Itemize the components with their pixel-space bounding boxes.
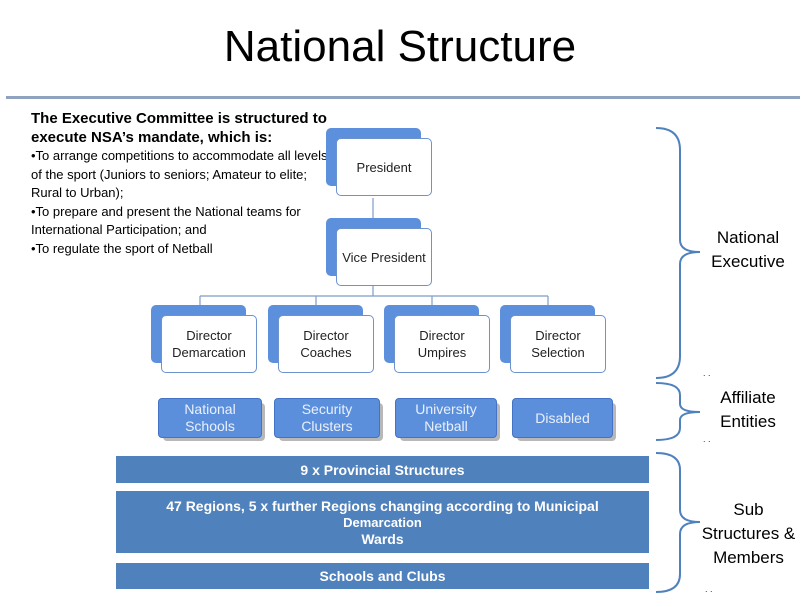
- page-title: National Structure: [223, 22, 577, 71]
- node-label: Vice President: [336, 228, 432, 286]
- bracket-affiliate-entities: [655, 382, 701, 441]
- title-divider: [6, 96, 800, 99]
- affiliate-university-netball: University Netball: [395, 398, 500, 441]
- bar-regions: 47 Regions, 5 x further Regions changing…: [116, 491, 649, 553]
- node-label: President: [336, 138, 432, 196]
- node-label: Director Demarcation: [161, 315, 257, 373]
- intro-heading: The Executive Committee is structured to…: [31, 110, 327, 146]
- decorative-dots: . .: [703, 368, 711, 378]
- affiliate-national-schools: National Schools: [158, 398, 265, 441]
- decorative-dots: . .: [705, 584, 713, 594]
- affiliate-disabled: Disabled: [512, 398, 616, 441]
- bracket-national-executive: [655, 127, 701, 379]
- label-national-executive: National Executive: [711, 228, 785, 271]
- bracket-sub-structures: [655, 452, 701, 593]
- intro-bullet: •To arrange competitions to accommodate …: [31, 148, 328, 200]
- bar-provincial-structures: 9 x Provincial Structures: [116, 456, 649, 483]
- bar-label: 9 x Provincial Structures: [300, 461, 465, 478]
- node-label: Director Umpires: [394, 315, 490, 373]
- affiliate-security-clusters: Security Clusters: [274, 398, 383, 441]
- intro-bullet: •To prepare and present the National tea…: [31, 203, 301, 238]
- bar-label: Wards: [361, 530, 404, 547]
- node-label: Director Coaches: [278, 315, 374, 373]
- label-sub-structures: Sub Structures & Members: [701, 500, 796, 567]
- bar-label: 47 Regions, 5 x further Regions changing…: [166, 497, 599, 514]
- bar-label: Schools and Clubs: [319, 568, 446, 584]
- decorative-dots: . .: [703, 434, 711, 444]
- node-label: Director Selection: [510, 315, 606, 373]
- intro-bullet: •To regulate the sport of Netball: [31, 240, 213, 256]
- label-affiliate-entities: Affiliate Entities: [720, 388, 776, 431]
- intro-text: The Executive Committee is structured to…: [31, 109, 331, 258]
- bar-label: Demarcation: [343, 514, 422, 530]
- bar-schools-clubs: Schools and Clubs: [116, 563, 649, 589]
